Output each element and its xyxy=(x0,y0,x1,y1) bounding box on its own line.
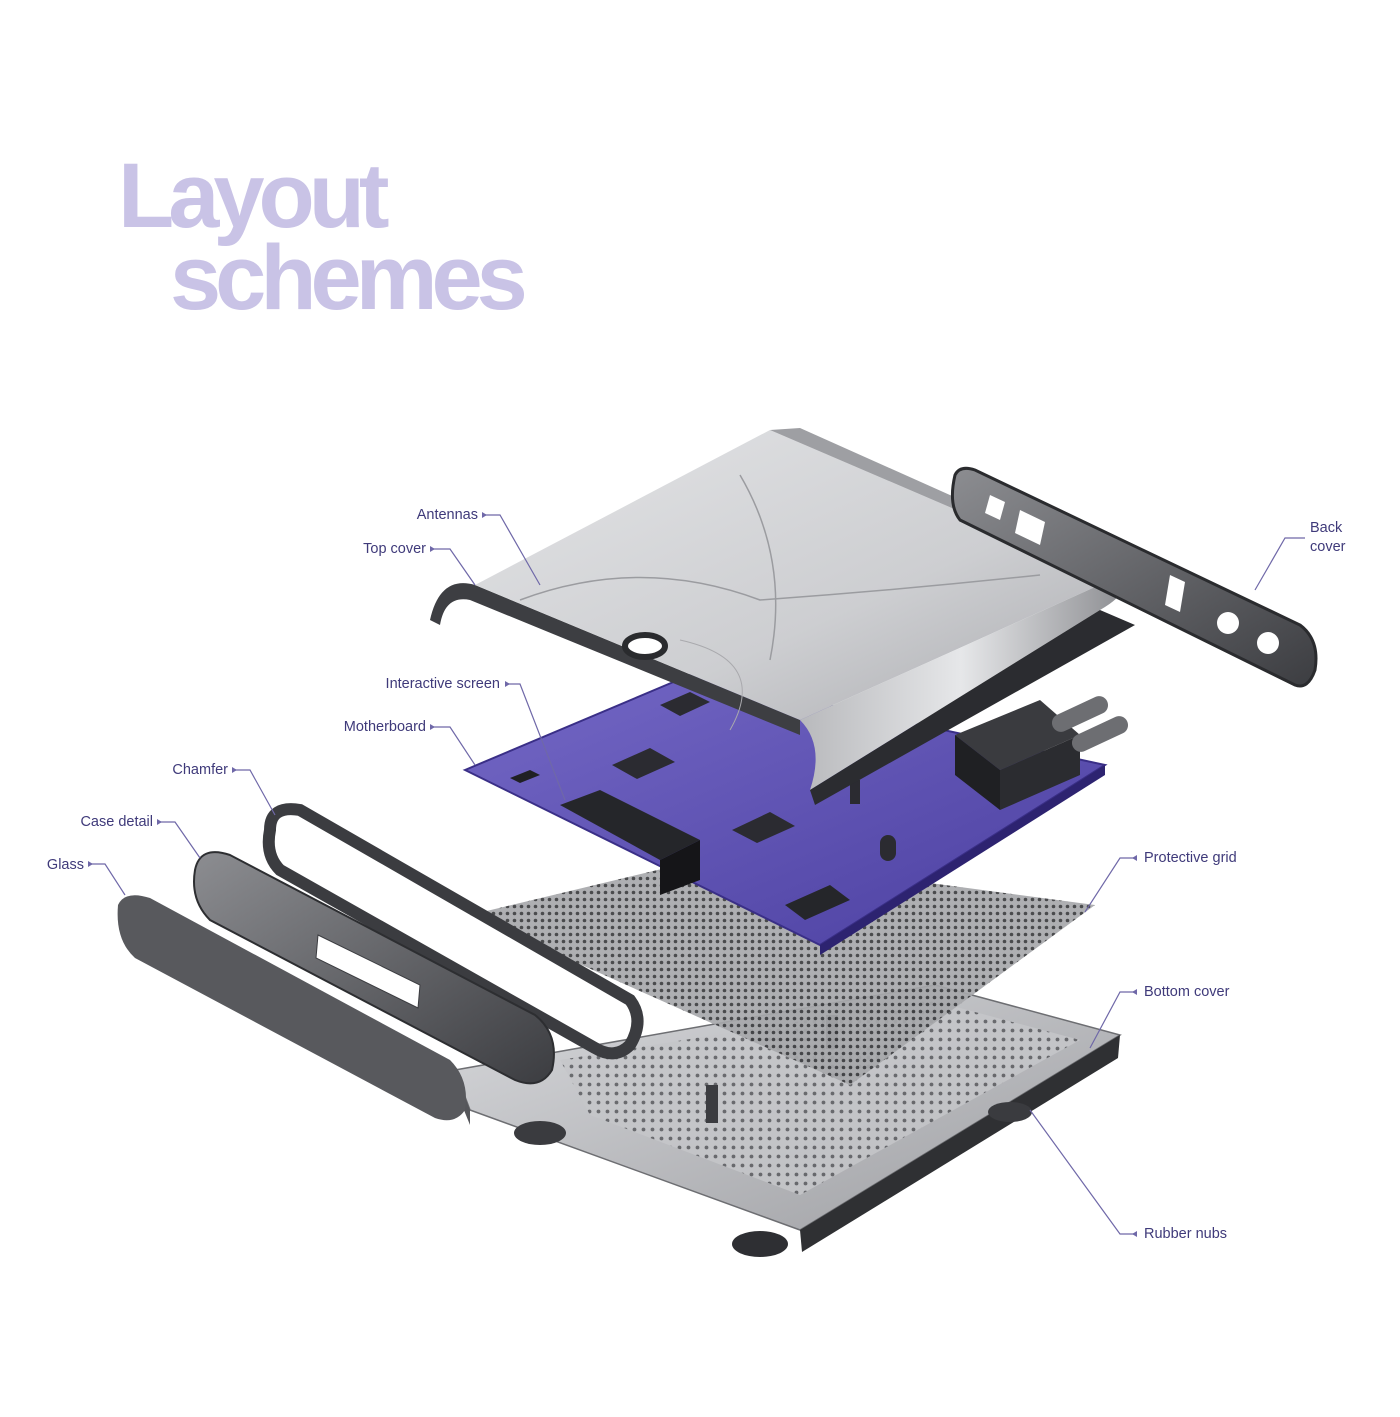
rubber-nub xyxy=(988,1102,1032,1122)
motherboard xyxy=(462,673,1129,955)
label-rubber-nubs: Rubber nubs xyxy=(1144,1226,1228,1242)
label-back-cover-line1: Back xyxy=(1310,520,1343,536)
label-motherboard: Motherboard xyxy=(343,719,426,735)
label-protective-grid: Protective grid xyxy=(1144,850,1237,866)
protective-grid xyxy=(470,855,1095,1085)
label-bottom-cover: Bottom cover xyxy=(1144,984,1230,1000)
label-glass: Glass xyxy=(46,857,84,873)
title-line-2: schemes xyxy=(170,227,528,329)
rubber-nub xyxy=(514,1121,566,1145)
back-cover xyxy=(950,466,1318,688)
label-interactive-screen: Interactive screen xyxy=(385,676,500,692)
case-detail xyxy=(193,851,555,1085)
label-chamfer: Chamfer xyxy=(172,762,228,778)
label-back-cover: Back cover xyxy=(1310,519,1345,557)
label-back-cover-line2: cover xyxy=(1310,539,1346,555)
label-top-cover: Top cover xyxy=(363,541,426,557)
chamfer xyxy=(262,803,644,1060)
top-cover xyxy=(430,428,1140,805)
label-antennas: Antennas xyxy=(416,507,478,523)
rubber-nub xyxy=(732,1231,788,1257)
glass xyxy=(117,895,466,1121)
label-case-detail: Case detail xyxy=(80,814,153,830)
title-line-1: Layout xyxy=(118,145,390,247)
